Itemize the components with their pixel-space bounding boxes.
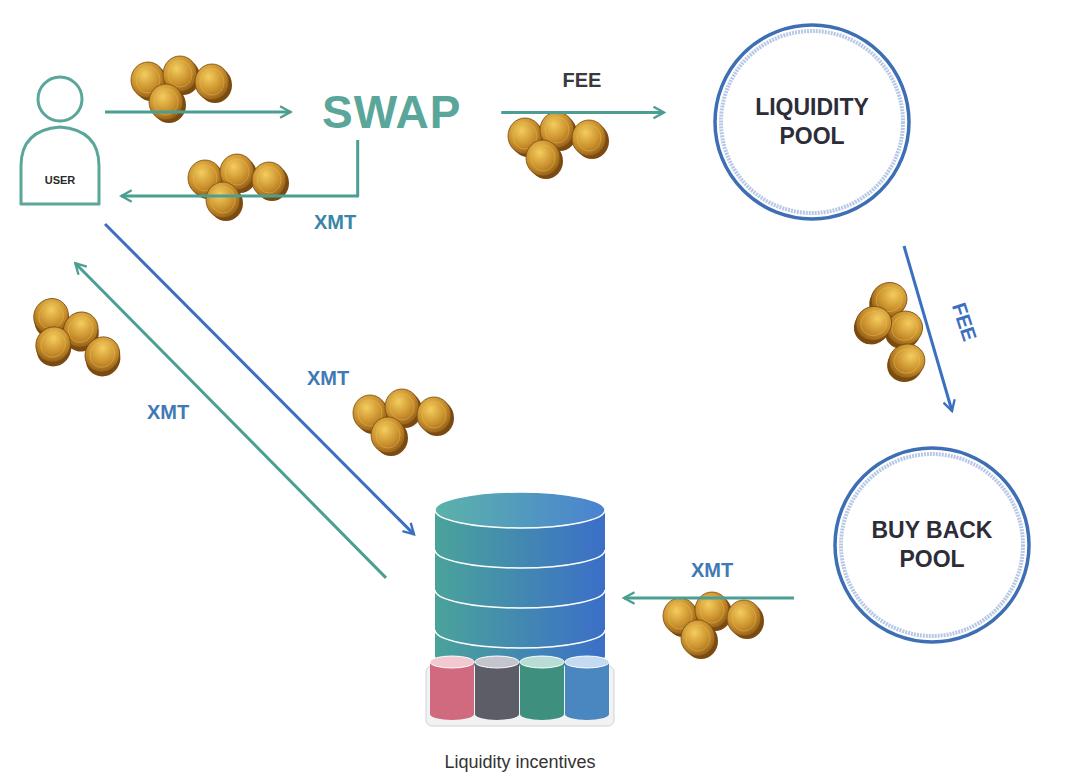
swap-label: SWAP <box>314 85 470 140</box>
edge-label: XMT <box>147 401 189 424</box>
flow-arrow <box>904 246 952 411</box>
user-icon <box>15 70 105 210</box>
edge-label: XMT <box>691 559 733 582</box>
pool-node: BUY BACK POOL <box>832 445 1032 645</box>
flow-arrow <box>501 111 664 114</box>
pool-label: LIQUIDITY POOL <box>737 93 887 151</box>
coin-group <box>188 154 289 221</box>
flow-arrow <box>105 224 414 534</box>
coin-group <box>508 112 609 179</box>
coin-group <box>843 276 938 393</box>
coin-group <box>353 389 454 456</box>
circle-text-wrap: LIQUIDITY POOL <box>712 22 912 222</box>
edge-label: FEE <box>563 69 602 92</box>
circle-text-wrap: BUY BACK POOL <box>832 445 1032 645</box>
flow-arrow <box>105 111 291 114</box>
edge-label: FEE <box>947 300 981 344</box>
coin-group <box>663 592 764 659</box>
user-label: USER <box>15 174 105 186</box>
user-node: USER <box>15 70 105 210</box>
pool-circle <box>712 22 912 222</box>
flow-arrow <box>75 263 386 578</box>
database-cylinder <box>420 488 620 778</box>
database-label: Liquidity incentives <box>400 752 640 773</box>
edge-label: XMT <box>307 367 349 390</box>
pool-node: LIQUIDITY POOL <box>712 22 912 222</box>
edge-label: XMT <box>314 211 356 234</box>
pool-circle <box>832 445 1032 645</box>
flow-arrow <box>624 597 794 600</box>
database-node: Liquidity incentives <box>420 488 620 778</box>
flow-arrow <box>121 140 358 196</box>
swap-node: SWAP <box>314 85 470 140</box>
pool-label: BUY BACK POOL <box>857 516 1007 574</box>
